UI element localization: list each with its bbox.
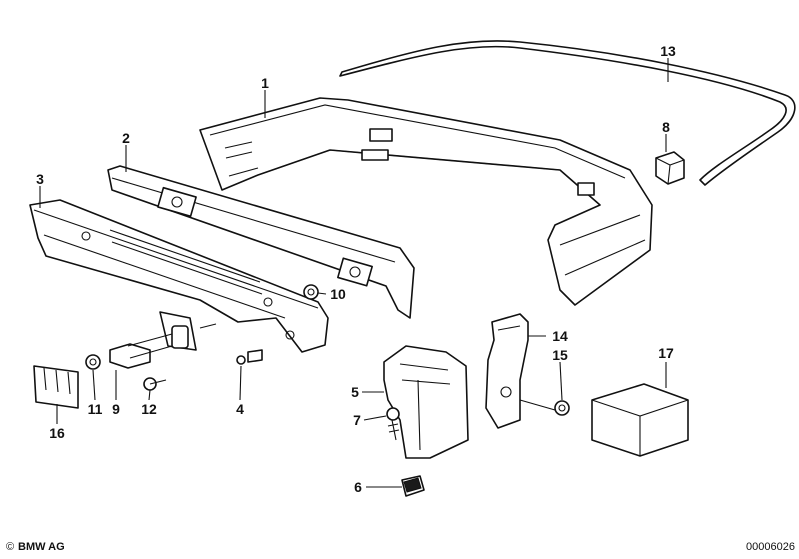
copyright-symbol: © bbox=[6, 541, 14, 553]
part-1-bumper-cover bbox=[199, 97, 653, 306]
callout-12: 12 bbox=[141, 401, 157, 417]
part-5-bracket bbox=[383, 345, 469, 459]
leader-12 bbox=[148, 389, 151, 401]
callouts: 1 2 3 4 5 6 7 8 9 10 11 12 13 14 15 16 1… bbox=[36, 43, 676, 495]
callout-1: 1 bbox=[261, 75, 269, 91]
callout-6: 6 bbox=[354, 479, 362, 495]
leader-15 bbox=[559, 361, 563, 401]
callout-3: 3 bbox=[36, 171, 44, 187]
leader-lines bbox=[39, 58, 669, 488]
callout-13: 13 bbox=[660, 43, 676, 59]
leader-7 bbox=[363, 415, 387, 421]
part-16-shim-plate bbox=[33, 365, 79, 409]
part-11-washer-nut bbox=[85, 354, 101, 370]
brand-label: BMW AG bbox=[18, 541, 65, 553]
part-8-clip bbox=[655, 151, 685, 185]
callout-14: 14 bbox=[552, 328, 568, 344]
part-2-impact-strip bbox=[107, 165, 415, 319]
callout-10: 10 bbox=[330, 286, 346, 302]
part-3-carrier bbox=[29, 199, 329, 353]
part-6-clip-nut bbox=[401, 475, 425, 497]
callout-16: 16 bbox=[49, 425, 65, 441]
callout-9: 9 bbox=[112, 401, 120, 417]
part-17-box bbox=[591, 383, 689, 457]
callout-11: 11 bbox=[88, 401, 103, 417]
part-14-holder bbox=[485, 313, 529, 429]
leader-4 bbox=[239, 365, 242, 401]
leader-11 bbox=[92, 369, 96, 401]
part-13-trim-strip bbox=[339, 40, 796, 186]
callout-5: 5 bbox=[351, 384, 359, 400]
leader-10 bbox=[317, 292, 327, 295]
part-9-mount-bracket bbox=[109, 311, 217, 369]
callout-17: 17 bbox=[658, 345, 674, 361]
part-7-bolt bbox=[386, 407, 400, 441]
callout-8: 8 bbox=[662, 119, 670, 135]
footer: © BMW AG 00006026 bbox=[6, 541, 795, 553]
diagram-number: 00006026 bbox=[746, 541, 795, 553]
part-10-nut bbox=[303, 284, 319, 300]
callout-15: 15 bbox=[552, 347, 568, 363]
callout-7: 7 bbox=[353, 412, 361, 428]
part-4-screw bbox=[236, 349, 263, 365]
part-12-bolt bbox=[143, 377, 167, 391]
callout-2: 2 bbox=[122, 130, 130, 146]
callout-4: 4 bbox=[236, 401, 244, 417]
part-15-bolt bbox=[519, 399, 570, 416]
